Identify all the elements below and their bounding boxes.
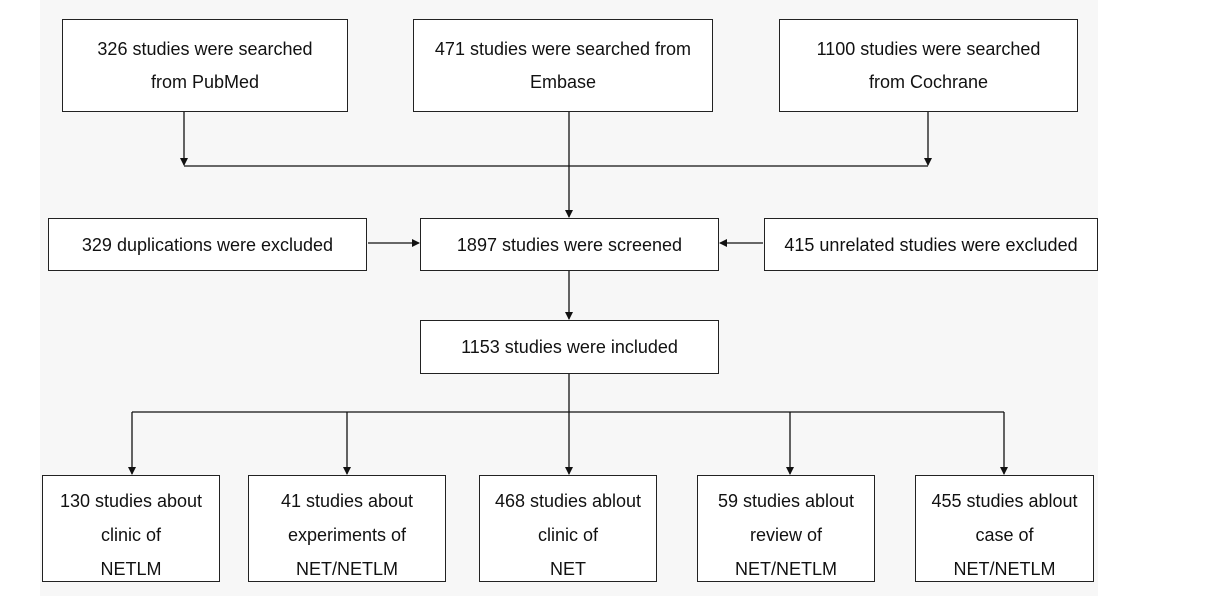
review-line-3: NET/NETLM xyxy=(734,559,837,579)
clinic-netlm-line-3: NETLM xyxy=(100,559,162,579)
experiments-line-2: experiments of xyxy=(287,525,407,545)
case-line-1: 455 studies ablout xyxy=(931,491,1078,511)
clinic-net-box: 468 studies ablout clinic of NET xyxy=(479,475,657,582)
duplications-label: 329 duplications were excluded xyxy=(81,234,334,255)
clinic-netlm-box: 130 studies about clinic of NETLM xyxy=(42,475,220,582)
pubmed-box: 326 studies were searched from PubMed xyxy=(62,19,348,112)
experiments-line-1: 41 studies about xyxy=(280,491,414,511)
embase-line-1: 471 studies were searched from xyxy=(434,38,692,59)
case-line-2: case of xyxy=(975,525,1034,545)
clinic-netlm-line-1: 130 studies about xyxy=(59,491,203,511)
cochrane-line-1: 1100 studies were searched xyxy=(816,38,1041,59)
clinic-netlm-line-2: clinic of xyxy=(100,525,162,545)
experiments-line-3: NET/NETLM xyxy=(295,559,398,579)
included-box: 1153 studies were included xyxy=(420,320,719,374)
unrelated-box: 415 unrelated studies were excluded xyxy=(764,218,1098,271)
review-box: 59 studies ablout review of NET/NETLM xyxy=(697,475,875,582)
cochrane-box: 1100 studies were searched from Cochrane xyxy=(779,19,1078,112)
included-label: 1153 studies were included xyxy=(461,337,678,357)
clinic-net-line-3: NET xyxy=(550,559,586,579)
case-line-3: NET/NETLM xyxy=(953,559,1056,579)
embase-box: 471 studies were searched from Embase xyxy=(413,19,713,112)
experiments-box: 41 studies about experiments of NET/NETL… xyxy=(248,475,446,582)
pubmed-line-2: from PubMed xyxy=(150,71,260,92)
duplications-box: 329 duplications were excluded xyxy=(48,218,367,271)
pubmed-line-1: 326 studies were searched xyxy=(97,38,313,59)
review-line-2: review of xyxy=(749,525,823,545)
screened-label: 1897 studies were screened xyxy=(456,234,683,255)
unrelated-label: 415 unrelated studies were excluded xyxy=(784,234,1078,255)
screened-box: 1897 studies were screened xyxy=(420,218,719,271)
clinic-net-line-2: clinic of xyxy=(537,525,599,545)
embase-line-2: Embase xyxy=(529,71,597,92)
review-line-1: 59 studies ablout xyxy=(717,491,855,511)
clinic-net-line-1: 468 studies ablout xyxy=(494,491,642,511)
case-box: 455 studies ablout case of NET/NETLM xyxy=(915,475,1094,582)
cochrane-line-2: from Cochrane xyxy=(868,71,989,92)
